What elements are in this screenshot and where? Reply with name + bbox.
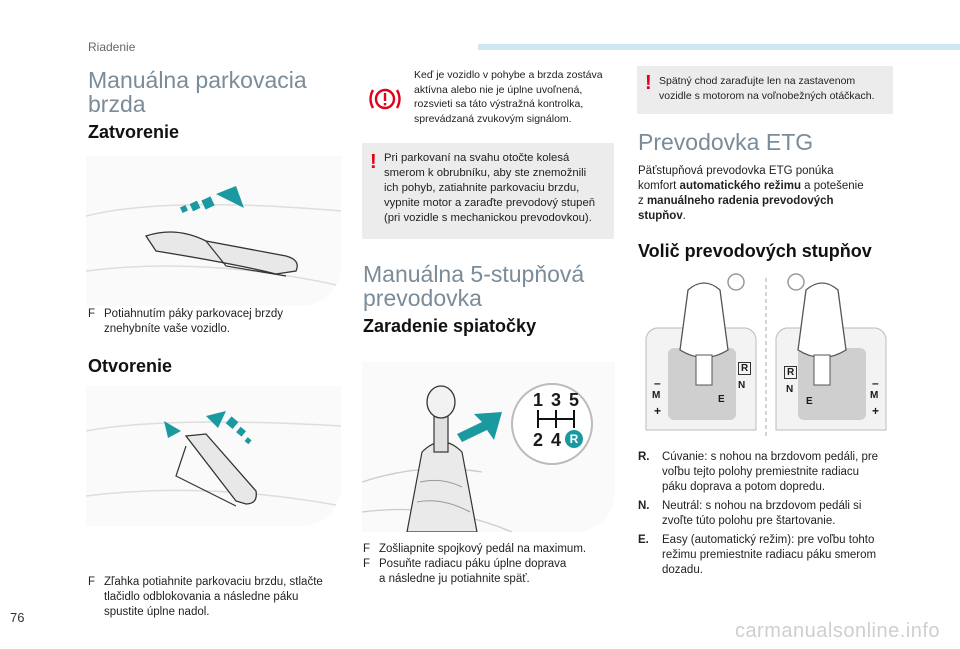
reverse-warning: ! Spätný chod zaraďujte len na zastaveno…	[637, 66, 893, 114]
gear-pattern: 1 3 5 2 4 R	[527, 390, 587, 454]
text-line: vypnite motor a zaraďte prevodový stupeň	[384, 197, 596, 209]
selector-e-label: E	[718, 394, 725, 405]
text-line: rozsvieti sa táto výstražná kontrolka,	[414, 98, 584, 110]
text-line: smerom k obrubníku, aby ste znemožnili	[384, 167, 587, 179]
text-span: z	[638, 195, 647, 207]
watermark: carmanualsonline.info	[734, 620, 940, 642]
open-heading: Otvorenie	[88, 356, 173, 376]
reverse-heading: Zaradenie spiatočky	[363, 316, 537, 336]
warning-icon: !	[645, 72, 652, 94]
text-line: Zošliapnite spojkový pedál na maximum.	[379, 543, 587, 555]
selector-n-label: N	[738, 380, 746, 391]
title-line-2: brzda	[88, 91, 146, 117]
text-line: Pri parkovaní na svahu otočte kolesá	[384, 152, 570, 164]
text-line: režimu premiestnite radiacu páku smerom	[662, 549, 877, 561]
selector-definitions: R. Cúvanie: s nohou na brzdovom pedáli, …	[638, 450, 894, 582]
text-span: komfort	[638, 180, 680, 192]
definition-key: E.	[638, 534, 649, 546]
gear-reverse-label: R	[565, 430, 583, 448]
gate-lines	[537, 410, 575, 428]
etg-selector-illustration: R N E – M + R N E – M +	[638, 270, 894, 440]
text-line: Spätný chod zaraďujte len na zastavenom	[659, 75, 856, 87]
bullet-icon: F	[363, 543, 371, 555]
definition-key: N.	[638, 500, 650, 512]
selector-m-label: M	[870, 390, 879, 401]
definition-row: E. Easy (automatický režim): pre voľbu t…	[638, 533, 894, 578]
text-line: Zľahka potiahnite parkovaciu brzdu, stla…	[104, 576, 323, 588]
text-line: aktívna alebo nie je úplne uvoľnená,	[414, 83, 583, 96]
text-line: tlačidlo odblokovania a následne páku	[104, 591, 299, 603]
text-line: Cúvanie: s nohou na brzdovom pedáli, pre	[662, 451, 879, 463]
text-line: ich pohyb, zatiahnite parkovaciu brzdu,	[384, 182, 580, 194]
brake-alert-note: Keď je vozidlo v pohybe a brzda zostáva …	[362, 66, 614, 136]
text-line: spustite úplne nadol.	[104, 606, 210, 618]
selector-e-label: E	[806, 396, 813, 407]
warning-icon: !	[370, 151, 377, 173]
text-line: znehybníte vaše vozidlo.	[104, 323, 230, 335]
selector-plus-label: +	[654, 404, 662, 418]
text-line: Easy (automatický režim): pre voľbu toht…	[662, 534, 875, 546]
text-line: páku doprava a potom dopredu.	[662, 481, 826, 493]
section-label: Riadenie	[88, 40, 136, 54]
title-line-1: Manuálna 5-stupňová	[363, 261, 585, 287]
text-line: Potiahnutím páky parkovacej brzdy	[104, 308, 283, 320]
bullet-icon: F	[88, 308, 96, 320]
gear-4-label: 4	[551, 430, 562, 450]
text-line: Päťstupňová prevodovka ETG ponúka	[638, 165, 834, 177]
bullet-icon: F	[363, 558, 371, 570]
parking-brake-open-illustration	[86, 386, 341, 526]
text-line: dozadu.	[662, 564, 703, 576]
selector-right	[775, 282, 887, 431]
selector-heading: Volič prevodových stupňov	[638, 241, 872, 261]
parking-slope-warning: ! Pri parkovaní na svahu otočte kolesá s…	[362, 143, 614, 239]
header-bar	[478, 44, 960, 50]
gear-5-label: 5	[569, 390, 580, 410]
selector-left	[645, 282, 757, 431]
brake-warning-icon	[369, 88, 401, 110]
selector-minus-label: –	[872, 376, 879, 390]
etg-title: Prevodovka ETG	[638, 129, 814, 155]
text-span: a potešenie	[800, 180, 864, 192]
text-line: Neutrál: s nohou na brzdovom pedáli si	[662, 500, 862, 512]
text-line: (pri vozidle s mechanickou prevodovkou).	[384, 212, 592, 224]
selector-r-label: R	[784, 366, 798, 379]
close-instruction: F Potiahnutím páky parkovacej brzdy zneh…	[88, 307, 359, 337]
bold-span: automatického režimu	[679, 180, 801, 192]
selector-n-label: N	[786, 384, 794, 395]
text-line: sprevádzaná zvukovým signálom.	[414, 112, 572, 125]
gear-3-label: 3	[551, 390, 562, 410]
manual-gearbox-title: Manuálna 5-stupňová prevodovka	[363, 262, 615, 310]
gear-1-label: 1	[533, 390, 544, 410]
text-span: .	[682, 210, 686, 222]
text-line: voľbu tejto polohy premiestnite radiacu	[662, 466, 860, 478]
reverse-instructions: F Zošliapnite spojkový pedál na maximum.…	[363, 542, 615, 587]
text-line: vozidle s motorom na voľnobežných otáčka…	[659, 90, 875, 102]
definition-row: R. Cúvanie: s nohou na brzdovom pedáli, …	[638, 450, 894, 495]
text-line: Posuňte radiacu páku úplne doprava	[379, 558, 567, 570]
selector-plus-label: +	[872, 404, 880, 418]
bold-span: manuálneho radenia prevodových	[646, 195, 834, 207]
selector-m-label: M	[652, 390, 661, 401]
page-number: 76	[10, 610, 25, 625]
open-instruction: F Zľahka potiahnite parkovaciu brzdu, st…	[88, 575, 359, 620]
parking-brake-close-illustration	[86, 156, 341, 306]
text-line: zvoľte túto polohu pre štartovanie.	[662, 515, 836, 527]
close-heading: Zatvorenie	[88, 122, 180, 142]
title-line-1: Manuálna parkovacia	[88, 67, 307, 93]
bold-span: stupňov	[638, 210, 683, 222]
title-line-2: prevodovka	[363, 285, 482, 311]
gear-2-label: 2	[533, 430, 544, 450]
definition-key: R.	[638, 451, 650, 463]
bullet-icon: F	[88, 576, 96, 588]
selector-r-label: R	[738, 362, 752, 375]
definition-row: N. Neutrál: s nohou na brzdovom pedáli s…	[638, 499, 894, 529]
parking-brake-title: Manuálna parkovacia brzda	[88, 68, 348, 116]
text-line: a následne ju potiahnite späť.	[379, 573, 530, 585]
etg-intro: Päťstupňová prevodovka ETG ponúka komfor…	[638, 164, 894, 224]
selector-minus-label: –	[654, 376, 661, 390]
manual-gearbox-illustration: 1 3 5 2 4 R	[362, 362, 615, 532]
text-line: Keď je vozidlo v pohybe a brzda zostáva	[414, 69, 603, 81]
